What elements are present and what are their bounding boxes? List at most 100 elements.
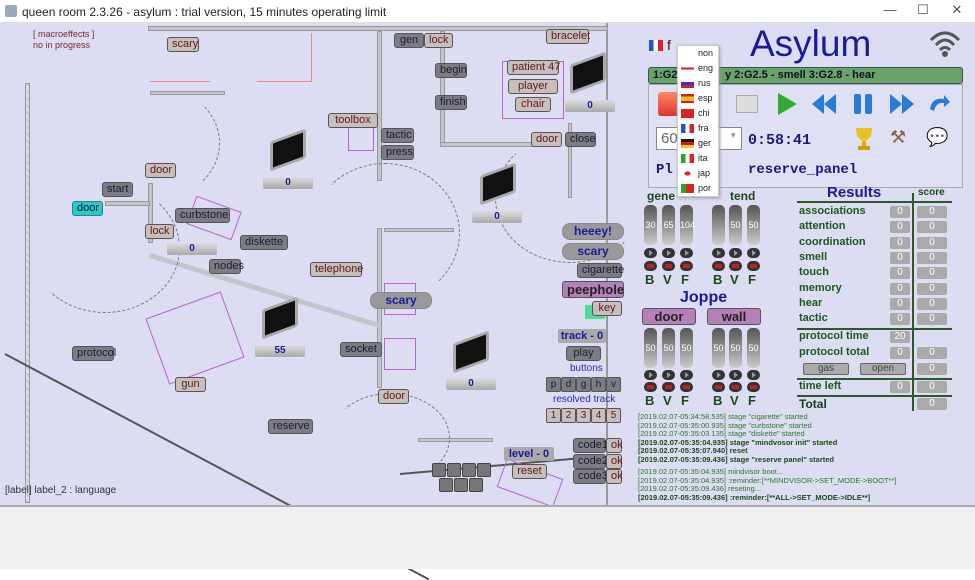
chair-button[interactable]: chair [515,97,551,112]
peephole-button[interactable]: peephole [562,281,624,298]
heeey-button[interactable]: heeey! [562,223,624,240]
door-button[interactable]: door [145,163,176,178]
trophy-icon[interactable] [853,126,875,152]
gas-button[interactable]: gas [803,363,849,375]
play-track-button[interactable]: play [566,346,601,361]
toolbox-button[interactable]: toolbox [328,113,378,128]
door-button[interactable]: door [531,132,562,147]
finish-button[interactable]: finish [435,95,467,110]
code2-ok-button[interactable]: ok [606,454,623,469]
play-circle-button[interactable] [644,248,657,258]
top-slider[interactable]: 50 [747,205,760,245]
lock-button[interactable]: lock [145,224,174,239]
hammer-icon[interactable]: ⚒ [890,127,907,147]
top-slider[interactable] [712,205,725,245]
stop-circle-button[interactable] [662,261,675,271]
stop-circle-button[interactable] [747,382,760,392]
track-button-4[interactable]: v [606,377,621,392]
gun-button[interactable]: gun [175,377,206,392]
curbstone-button[interactable]: curbstone [175,208,230,223]
bottom-slider[interactable]: 50 [729,328,742,368]
reset-button[interactable]: reset [512,464,547,479]
play-circle-button[interactable] [729,370,742,380]
track-button-1[interactable]: d [561,377,576,392]
language-option-eng[interactable]: eng [678,61,718,76]
socket-button[interactable]: socket [340,342,382,357]
code1-ok-button[interactable]: ok [606,438,623,453]
bottom-slider[interactable]: 50 [747,328,760,368]
stop-circle-button[interactable] [712,261,725,271]
door-button[interactable]: door [378,389,409,404]
nodes-button[interactable]: nodes [209,259,244,274]
play-circle-button[interactable] [680,248,693,258]
stop-circle-button[interactable] [747,261,760,271]
press-button[interactable]: press [381,145,414,160]
code3-button[interactable]: code3 [573,469,608,484]
language-option-ita[interactable]: ita [678,151,718,166]
play-button[interactable] [775,91,799,117]
scary-big-button[interactable]: scary [370,292,432,309]
language-option-fra[interactable]: fra [678,121,718,136]
protocol-button[interactable]: protocol [72,346,116,361]
stop-circle-button[interactable] [644,382,657,392]
bottom-slider[interactable]: 50 [662,328,675,368]
pause-button[interactable] [852,93,874,115]
start-button[interactable]: start [102,182,133,197]
play-circle-button[interactable] [644,370,657,380]
language-option-ger[interactable]: ger [678,136,718,151]
language-option-non[interactable]: non [678,46,718,61]
language-option-rus[interactable]: rus [678,76,718,91]
language-option-esp[interactable]: esp [678,91,718,106]
scary-button[interactable]: scary [167,37,199,52]
top-slider[interactable]: 30 [644,205,657,245]
top-slider[interactable]: 104 [680,205,695,245]
top-slider[interactable]: 50 [729,205,742,245]
cigarette-button[interactable]: cigarette [577,263,624,278]
scary-sound-button[interactable]: scary [562,243,624,260]
door-button[interactable]: door [642,308,696,325]
play-circle-button[interactable] [712,248,725,258]
keypad-key[interactable] [447,463,461,477]
stop-circle-button[interactable] [680,261,693,271]
keypad-key[interactable] [439,478,453,492]
lock-button[interactable]: lock [424,33,453,48]
code1-button[interactable]: code1 [573,438,608,453]
tactic-button[interactable]: tactic [381,128,414,143]
wall-button[interactable]: wall [707,308,761,325]
keypad-key[interactable] [462,463,476,477]
play-circle-button[interactable] [662,248,675,258]
play-circle-button[interactable] [747,248,760,258]
player-button[interactable]: player [508,79,558,94]
maximize-button[interactable]: ☐ [917,2,929,17]
stop-circle-button[interactable] [729,261,742,271]
play-circle-button[interactable] [712,370,725,380]
keypad-key[interactable] [477,463,491,477]
rewind-button[interactable] [810,93,838,115]
keypad-key[interactable] [432,463,446,477]
bottom-slider[interactable]: 50 [712,328,725,368]
keypad-key[interactable] [454,478,468,492]
chat-icon[interactable]: 💬 [926,127,949,147]
stop-circle-button[interactable] [729,382,742,392]
diskette-button[interactable]: diskette [240,235,288,250]
stop-circle-button[interactable] [680,382,693,392]
minimize-button[interactable]: — [883,2,897,17]
play-circle-button[interactable] [729,248,742,258]
bottom-slider[interactable]: 50 [644,328,657,368]
track-button-2[interactable]: g [576,377,591,392]
redo-button[interactable] [926,93,952,115]
close-button[interactable]: ✕ [951,2,963,17]
door-cyan-button[interactable]: door [72,201,103,216]
telephone-button[interactable]: telephone [310,262,363,277]
flag-fra-icon[interactable] [649,40,663,51]
bracelet-button[interactable]: bracelet [546,29,590,44]
patient-47-button[interactable]: patient 47 [507,60,560,75]
code3-ok-button[interactable]: ok [606,469,623,484]
stop-circle-button[interactable] [644,261,657,271]
fast-forward-button[interactable] [888,93,916,115]
stop-circle-button[interactable] [662,382,675,392]
language-select-label[interactable]: f [667,37,671,53]
close-button[interactable]: close [565,132,596,147]
play-circle-button[interactable] [662,370,675,380]
keypad-key[interactable] [469,478,483,492]
